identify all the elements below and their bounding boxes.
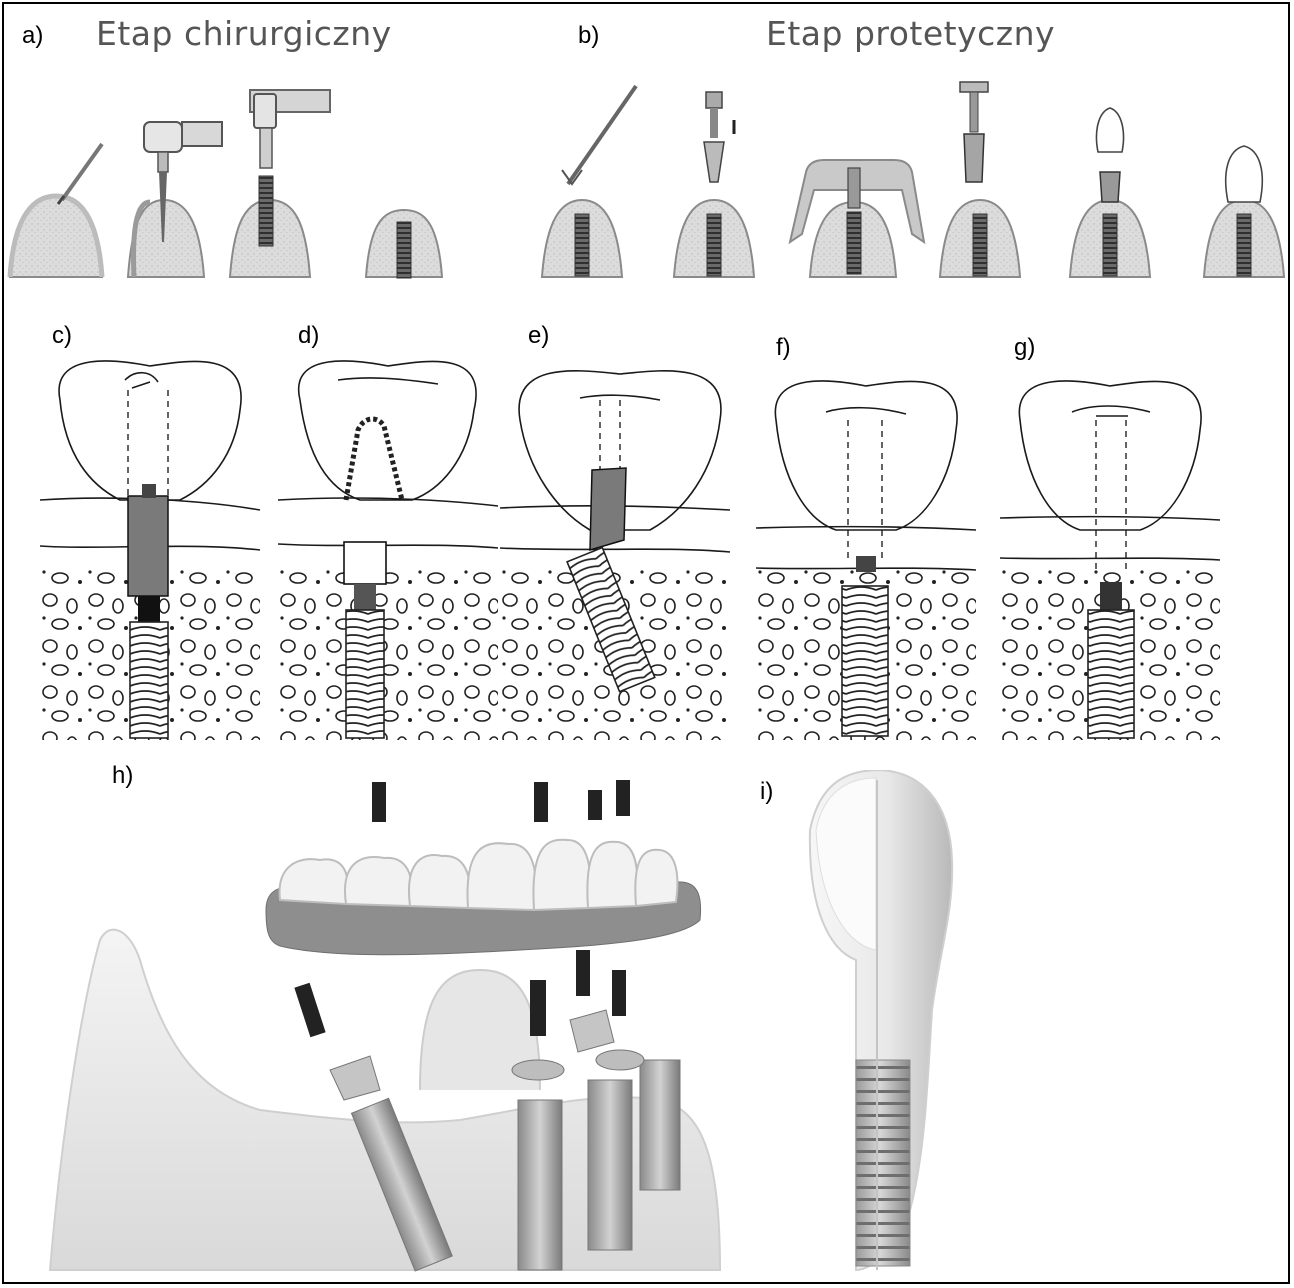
section-c-screw-retained — [40, 361, 260, 740]
step-healing — [366, 210, 442, 278]
step-crown-fitting — [1070, 108, 1150, 277]
label-g: g) — [1014, 334, 1035, 362]
label-b: b) — [578, 22, 599, 50]
section-g-screw-crown — [1000, 381, 1220, 740]
label-e: e) — [528, 322, 549, 350]
step-impression — [790, 160, 924, 277]
label-c: c) — [52, 322, 72, 350]
title-surgical-stage: Etap chirurgiczny — [96, 14, 392, 53]
label-i: i) — [760, 778, 773, 806]
stages-strip — [6, 72, 1290, 282]
step-uncover — [542, 86, 636, 277]
full-arch-implant-bridge — [40, 770, 740, 1282]
step-implant-insertion — [230, 90, 330, 277]
step-final-crown — [1204, 146, 1284, 277]
step-incision — [10, 144, 102, 277]
section-e-angled — [500, 371, 730, 740]
single-tooth-implant — [790, 770, 970, 1282]
label-d: d) — [298, 322, 319, 350]
label-a: a) — [22, 22, 43, 50]
label-f: f) — [776, 334, 791, 362]
section-d-cemented — [278, 361, 498, 740]
step-abutment-placement — [940, 82, 1020, 277]
step-drilling — [128, 122, 222, 277]
title-prosthetic-stage: Etap protetyczny — [766, 14, 1055, 53]
step-healing-abutment — [674, 92, 754, 277]
implant-cross-sections — [40, 360, 1230, 742]
section-f-screw-crown — [756, 381, 976, 740]
